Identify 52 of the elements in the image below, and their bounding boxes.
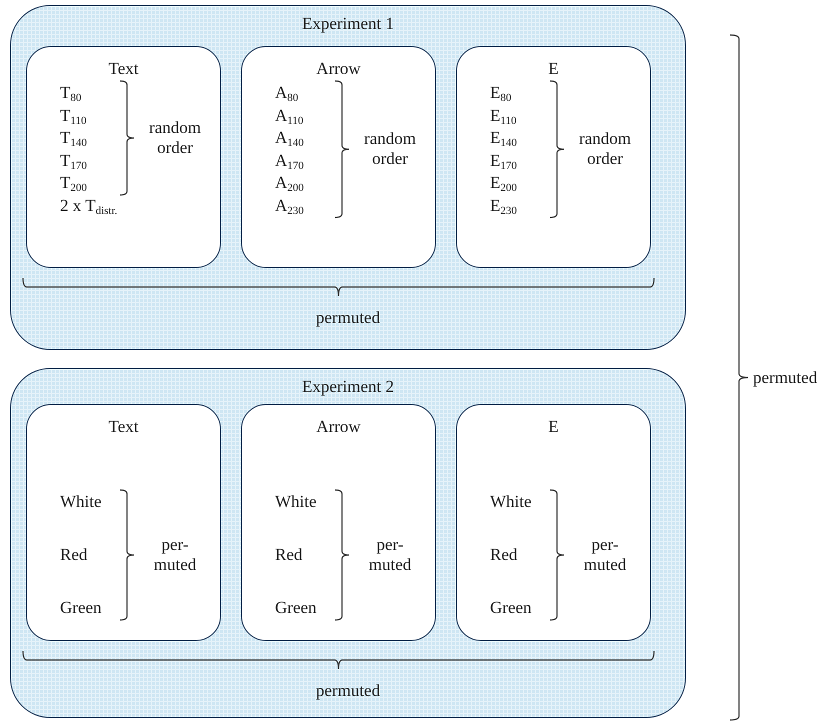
list-item: T$_{80}$ [60, 83, 82, 106]
condition-card [456, 46, 651, 268]
brace-label: permuted [753, 368, 818, 388]
condition-card [456, 404, 651, 641]
experiment-panel [10, 368, 686, 718]
list-item: E$_{80}$ [490, 83, 512, 106]
brace-label: random order [148, 118, 202, 158]
list-item: A$_{80}$ [275, 83, 298, 106]
card-title: Text [108, 59, 140, 79]
list-item: E$_{140}$ [490, 128, 517, 151]
card-title: E [547, 417, 560, 437]
list-item: Green [275, 598, 317, 618]
condition-card [26, 404, 221, 641]
group-label: permuted [314, 308, 382, 328]
list-item: E$_{230}$ [490, 196, 517, 218]
list-item: T$_{140}$ [60, 128, 87, 151]
card-title: Text [108, 417, 140, 437]
list-item: A$_{110}$ [275, 106, 304, 128]
list-item: White [60, 492, 102, 512]
list-item: A$_{140}$ [275, 128, 304, 151]
group-label: permuted [314, 681, 382, 701]
condition-card [26, 46, 221, 268]
condition-card [241, 46, 436, 268]
list-item: E$_{200}$ [490, 173, 517, 196]
brace-label: random order [578, 129, 632, 170]
card-title: Arrow [315, 417, 362, 437]
card-title: E [547, 59, 560, 79]
experiment-panel [10, 5, 686, 350]
brace-label: per- muted [582, 535, 628, 575]
brace-label: per- muted [368, 535, 412, 575]
list-item: Green [490, 598, 532, 618]
list-item: Red [60, 545, 88, 565]
list-item: A$_{170}$ [275, 150, 304, 174]
list-item: E$_{110}$ [490, 106, 516, 128]
list-item: E$_{170}$ [490, 150, 517, 174]
list-item: T$_{200}$ [60, 173, 87, 196]
list-item: T$_{170}$ [60, 150, 87, 174]
card-title: Arrow [315, 59, 362, 79]
panel-title: Experiment 1 [300, 14, 396, 34]
list-item: White [275, 492, 317, 512]
list-item: Green [60, 598, 102, 618]
list-item: A$_{200}$ [275, 173, 304, 196]
list-item: White [490, 492, 532, 512]
condition-card [241, 404, 436, 641]
list-item: A$_{230}$ [275, 196, 304, 218]
brace-label: random order [363, 129, 417, 170]
list-item: T$_{110}$ [60, 106, 86, 128]
panel-title: Experiment 2 [300, 377, 396, 397]
list-item: Red [275, 545, 302, 565]
list-item: 2 x T$_{distr.}$ [60, 196, 118, 218]
brace-label: per- muted [152, 535, 198, 575]
list-item: Red [490, 545, 518, 565]
